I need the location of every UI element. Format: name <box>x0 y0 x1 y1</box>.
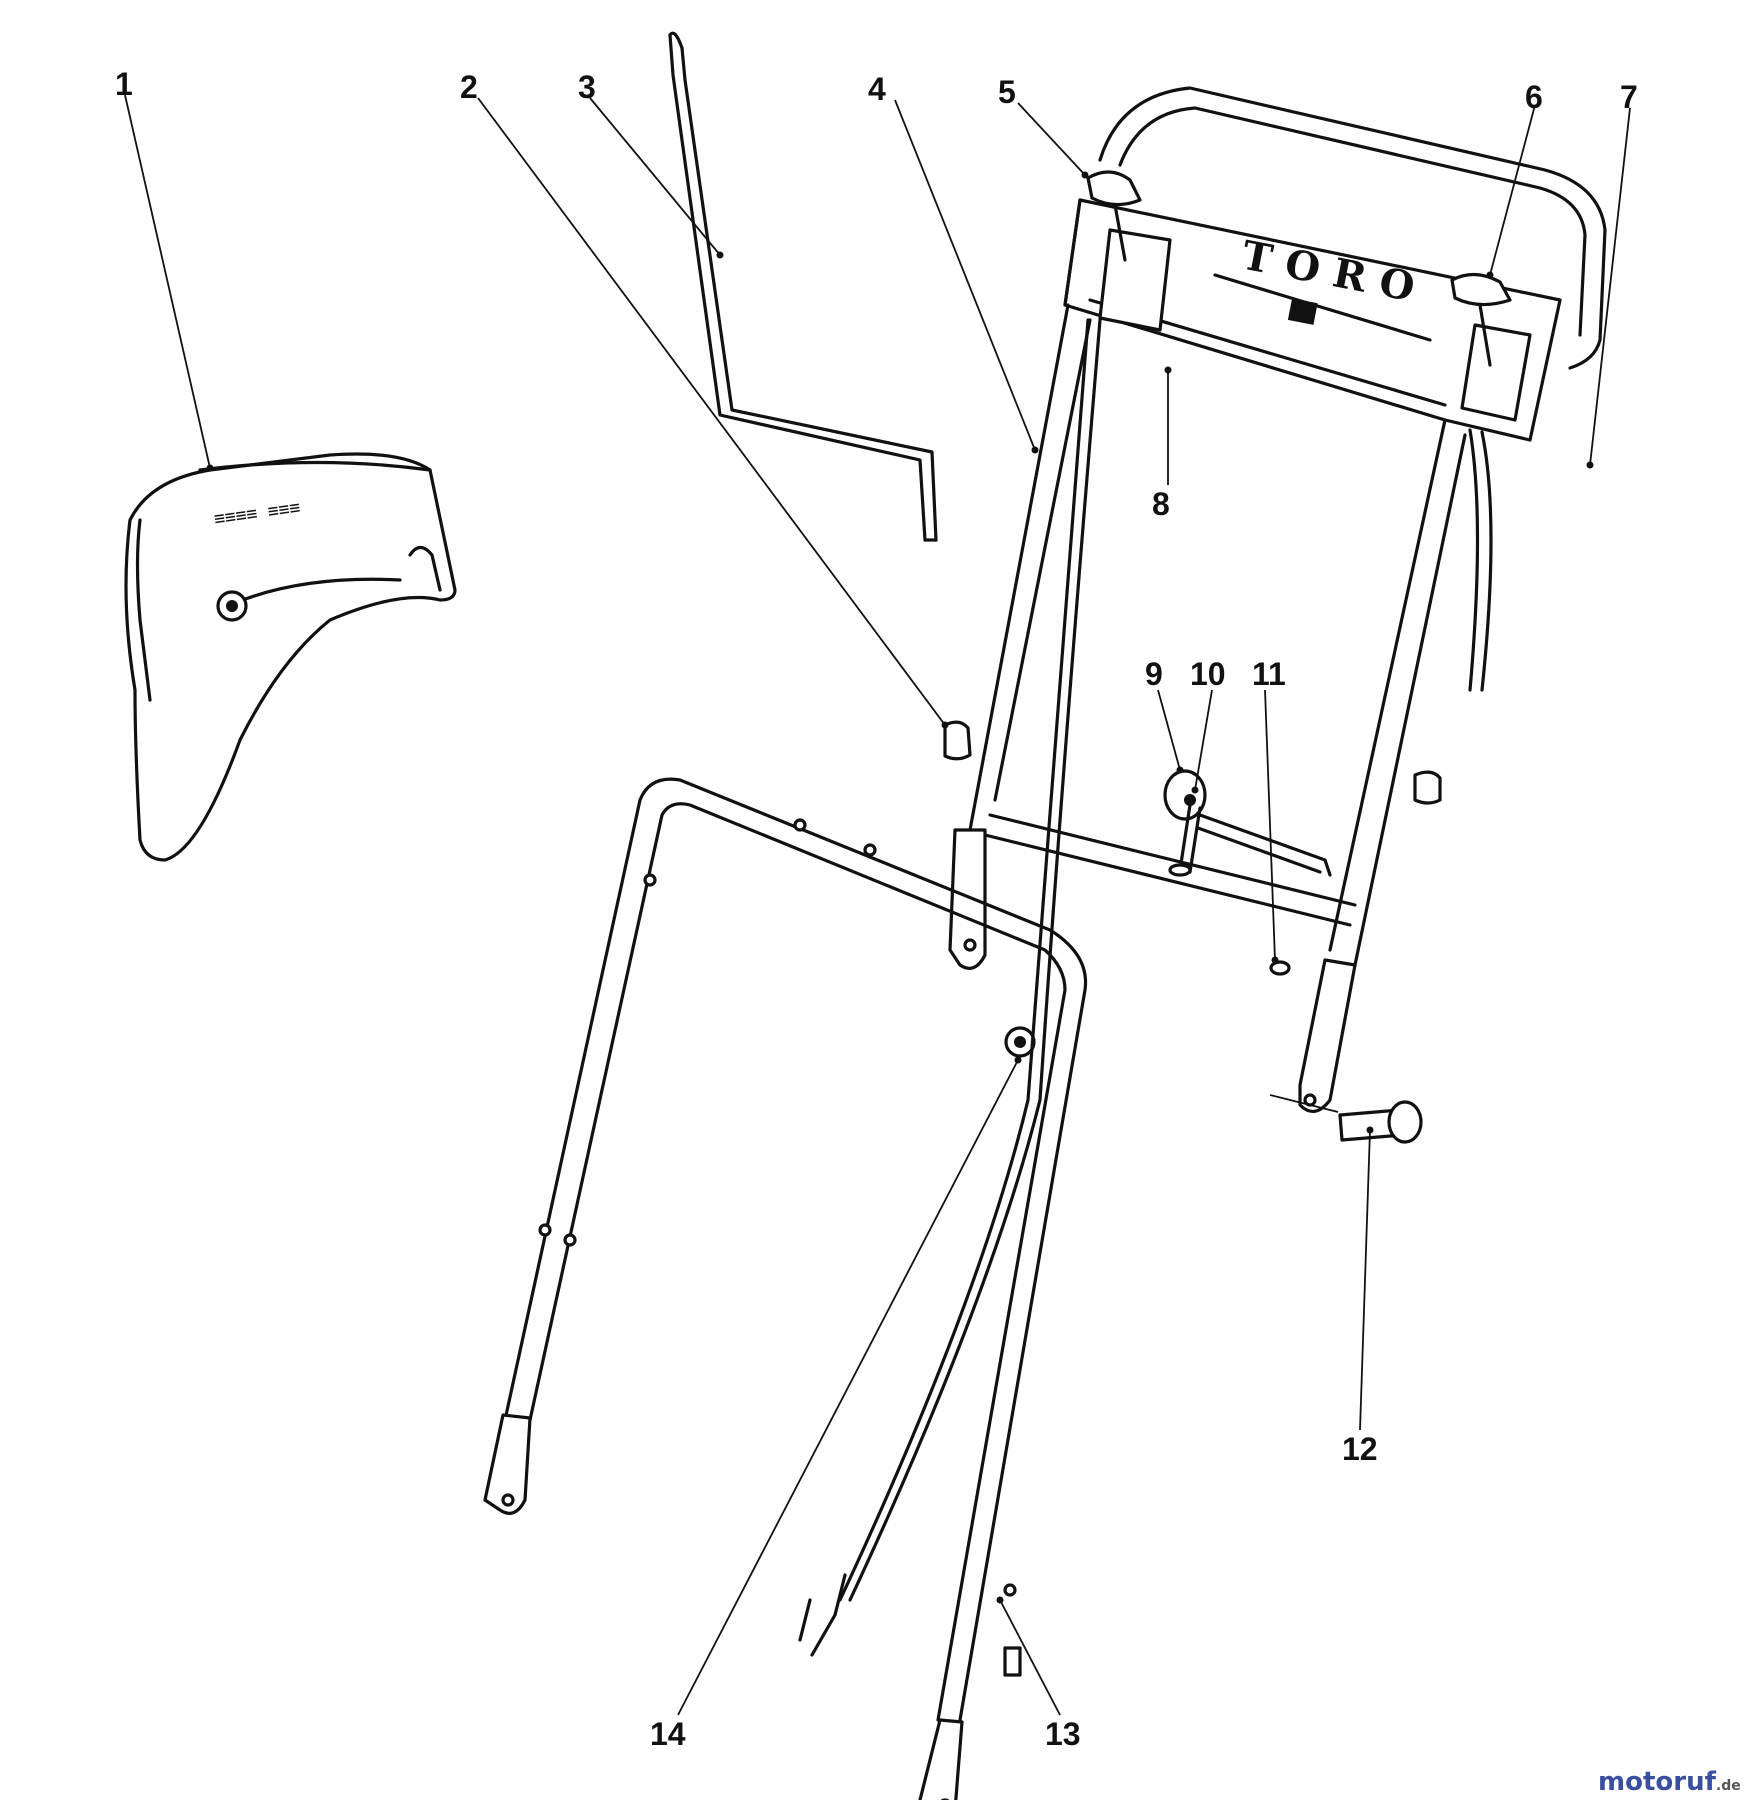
callout-labels: 1 2 3 4 5 6 7 8 9 10 11 12 13 14 <box>115 66 1638 1752</box>
parts-9-10-11 <box>1163 769 1332 976</box>
part-1-cover: ≡≡≡≡ ≡≡≡ <box>124 452 457 862</box>
control-cable <box>798 318 1102 1657</box>
part-3-rod <box>668 31 938 542</box>
callout-12: 12 <box>1342 1431 1378 1467</box>
part-12-bolt <box>1269 1094 1423 1144</box>
callout-3: 3 <box>578 69 596 105</box>
part-2-clip <box>943 720 972 761</box>
watermark: motoruf.de <box>1598 1767 1741 1797</box>
callout-13: 13 <box>1045 1716 1081 1752</box>
leader-lines <box>124 94 1631 1716</box>
callout-8: 8 <box>1152 486 1170 522</box>
callout-5: 5 <box>998 74 1016 110</box>
upper-handle-frame: TORO <box>948 86 1607 1113</box>
callout-4: 4 <box>868 71 886 107</box>
callout-14: 14 <box>650 1716 686 1752</box>
callout-9: 9 <box>1145 656 1163 692</box>
callout-6: 6 <box>1525 79 1543 115</box>
watermark-text: motoruf <box>1598 1767 1717 1797</box>
callout-2: 2 <box>460 69 478 105</box>
callout-7: 7 <box>1620 79 1638 115</box>
lower-handle-frame <box>483 777 1088 1800</box>
callout-11: 11 <box>1252 656 1286 692</box>
watermark-suffix: .de <box>1716 1778 1741 1794</box>
svg-text:motoruf.de: motoruf.de <box>1598 1767 1741 1797</box>
callout-10: 10 <box>1190 656 1226 692</box>
callout-1: 1 <box>115 66 133 102</box>
